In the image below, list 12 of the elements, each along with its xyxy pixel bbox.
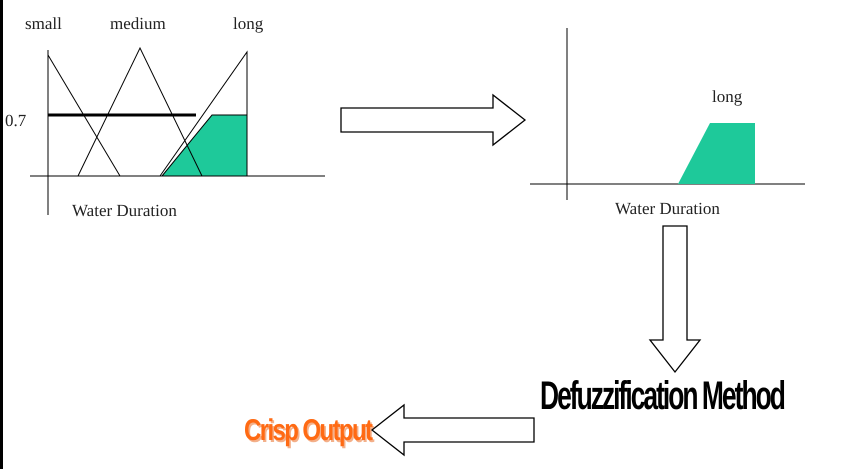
membership-label: small [25, 15, 62, 32]
output-title: Crisp Output [244, 416, 372, 446]
axis-title: Water Duration [72, 202, 177, 219]
axis-value: 0.7 [5, 112, 26, 129]
block-arrow [648, 225, 702, 374]
method-title: Defuzzification Method [540, 376, 784, 416]
axis-title: Water Duration [615, 200, 720, 217]
membership-label: long [712, 88, 742, 105]
block-arrow [340, 94, 526, 146]
membership-label: medium [110, 15, 166, 32]
block-arrow [370, 404, 535, 456]
membership-label: long [233, 15, 264, 32]
